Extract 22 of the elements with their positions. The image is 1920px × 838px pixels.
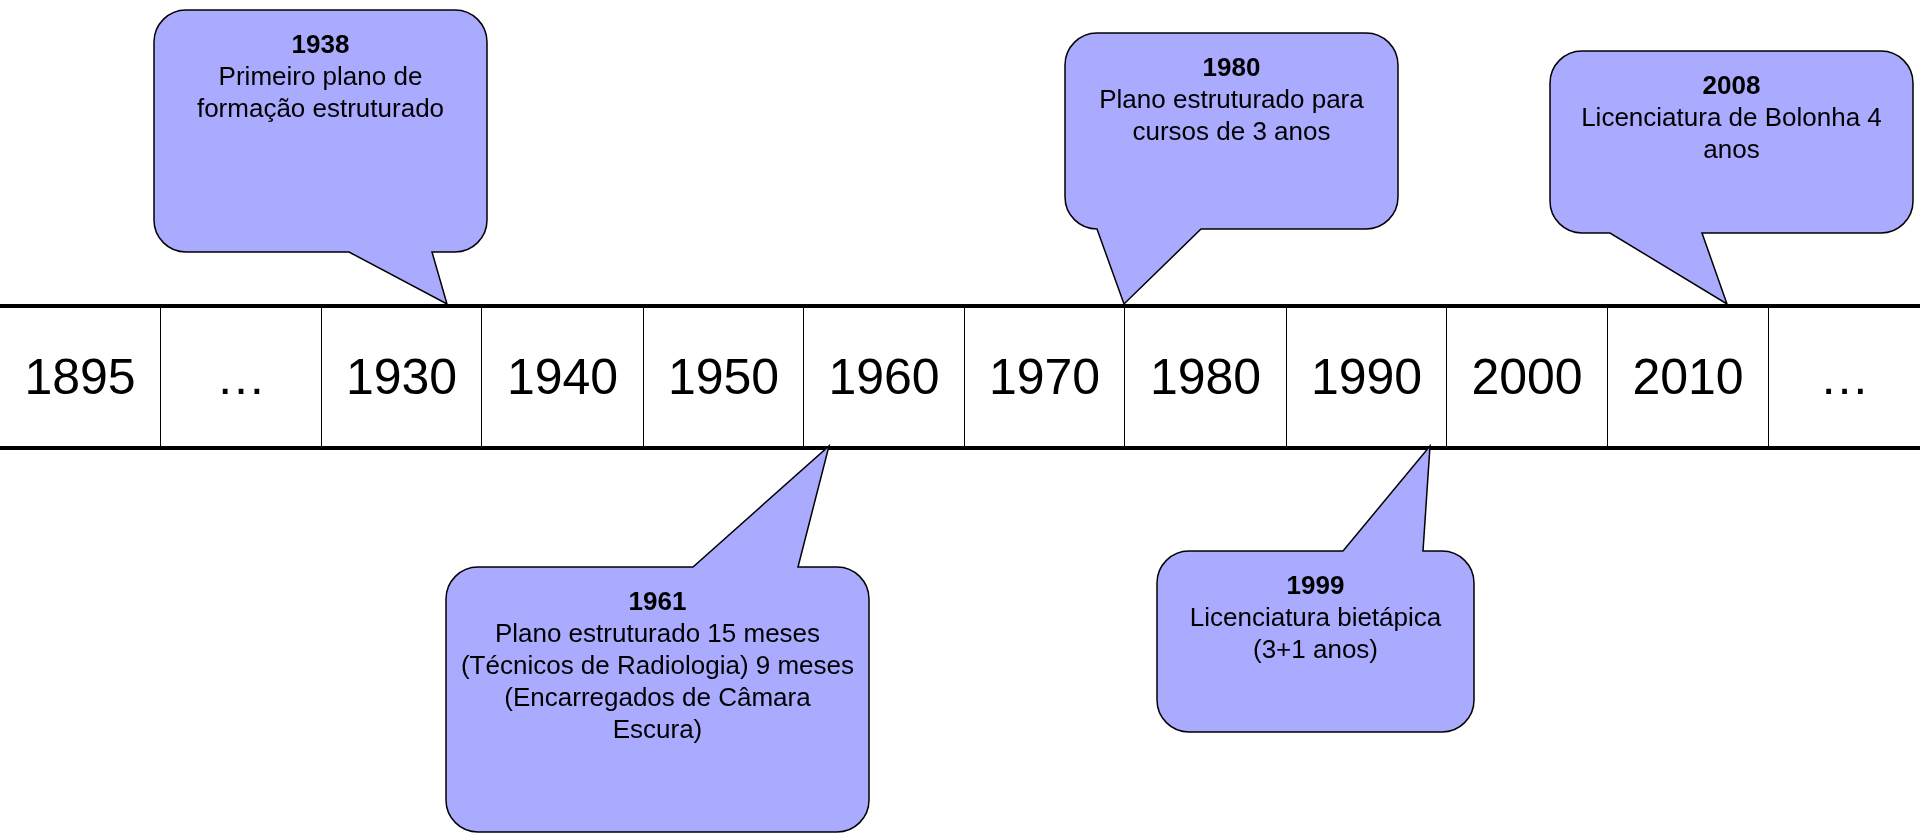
event-text: Plano estruturado 15 meses (Técnicos de Radiologia) 9 meses (Encarregados de Câmara Escura) — [460, 617, 855, 745]
event-text: Licenciatura bietápica (3+1 anos) — [1188, 601, 1443, 665]
year-label: 1930 — [345, 348, 458, 406]
year-label: 1895 — [24, 348, 136, 406]
year-label: 2000 — [1471, 348, 1583, 406]
year-label: 1938 — [291, 28, 350, 60]
year-label: 2008 — [1702, 69, 1761, 101]
event-text: Licenciatura de Bolonha 4 anos — [1580, 101, 1883, 165]
event-text: Primeiro plano de formação estruturado — [195, 60, 446, 124]
year-label: 2010 — [1632, 348, 1744, 406]
year-label: 1970 — [988, 348, 1101, 406]
year-label: 1940 — [506, 348, 619, 406]
year-label: 1961 — [628, 585, 687, 617]
year-label: 1980 — [1202, 51, 1261, 83]
year-label: … — [1819, 348, 1870, 406]
year-label: 1990 — [1310, 348, 1423, 406]
year-label: 1980 — [1149, 348, 1262, 406]
year-label: 1999 — [1286, 569, 1345, 601]
event-text: Plano estruturado para cursos de 3 anos — [1098, 83, 1365, 147]
year-label: … — [216, 348, 266, 406]
year-label: 1950 — [667, 348, 780, 406]
year-label: 1960 — [828, 348, 940, 406]
